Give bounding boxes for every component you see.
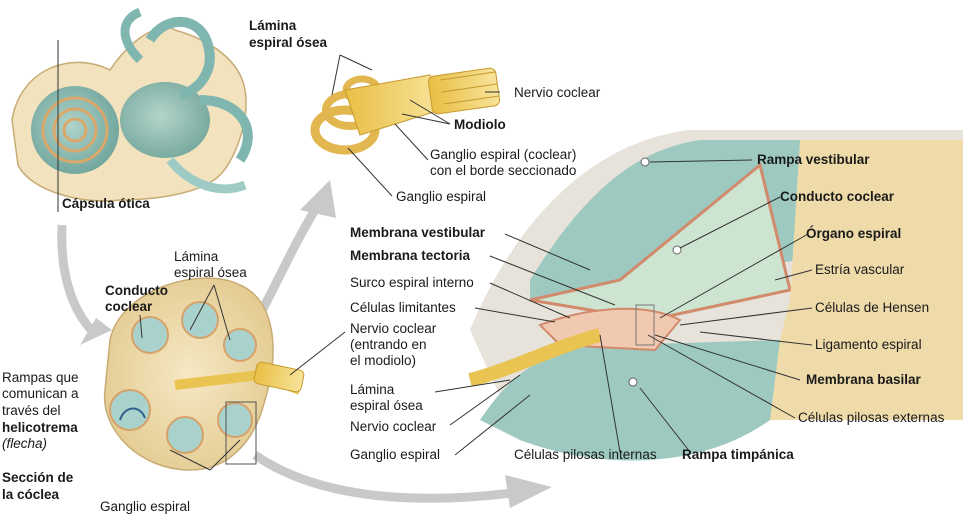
label-rampa-vestibular: Rampa vestibular bbox=[757, 152, 870, 167]
label-organo-espiral: Órgano espiral bbox=[806, 226, 902, 241]
label-estria-vascular: Estría vascular bbox=[815, 262, 905, 277]
label-lamina-bottom-1: Lámina bbox=[350, 382, 395, 397]
label-lamina-bottom-2: espiral ósea bbox=[350, 398, 423, 413]
otic-capsule-image bbox=[11, 7, 253, 202]
cochlea-section-image bbox=[103, 277, 305, 471]
label-nervio-coclear-top: Nervio coclear bbox=[514, 85, 601, 100]
label-ganglio-seccionado-2: con el borde seccionado bbox=[430, 163, 577, 178]
label-ligamento-espiral: Ligamento espiral bbox=[815, 337, 922, 352]
label-conducto-coclear-right: Conducto coclear bbox=[780, 189, 895, 204]
label-membrana-vestibular: Membrana vestibular bbox=[350, 225, 486, 240]
label-ganglio-seccionado-1: Ganglio espiral (coclear) bbox=[430, 147, 577, 162]
label-ganglio-espiral-top: Ganglio espiral bbox=[396, 189, 487, 204]
label-celulas-limitantes: Células limitantes bbox=[350, 300, 456, 315]
label-rampas-2: comunican a bbox=[2, 386, 79, 401]
label-lamina-top-2: espiral ósea bbox=[249, 35, 328, 50]
label-lamina-mid-2: espiral ósea bbox=[174, 265, 247, 280]
label-lamina-mid-1: Lámina bbox=[174, 249, 219, 264]
label-membrana-basilar: Membrana basilar bbox=[806, 372, 921, 387]
label-rampas-1: Rampas que bbox=[2, 370, 79, 385]
label-capsula-otica: Cápsula ótica bbox=[62, 196, 150, 211]
label-seccion-1: Sección de bbox=[2, 470, 74, 485]
arrow-bottom-right bbox=[252, 451, 552, 508]
label-membrana-tectoria: Membrana tectoria bbox=[350, 248, 471, 263]
label-rampa-timpanica: Rampa timpánica bbox=[682, 447, 794, 462]
label-rampas-5: (flecha) bbox=[2, 436, 48, 451]
label-seccion-2: la cóclea bbox=[2, 487, 60, 502]
label-surco-espiral-interno: Surco espiral interno bbox=[350, 275, 474, 290]
label-lamina-top-1: Lámina bbox=[249, 18, 297, 33]
modiolus-image bbox=[310, 67, 501, 155]
label-rampas-4: helicotrema bbox=[2, 420, 78, 435]
label-modiolo: Modiolo bbox=[454, 117, 506, 132]
label-ganglio-espiral-bottom: Ganglio espiral bbox=[350, 447, 441, 462]
label-conducto-coclear-left-1: Conducto bbox=[105, 283, 168, 298]
arrow-down-left bbox=[57, 224, 112, 345]
label-nervio-coclear-bottom: Nervio coclear bbox=[350, 419, 437, 434]
label-celulas-pilosas-externas: Células pilosas externas bbox=[798, 410, 945, 425]
label-nervio-entrando-3: el modiolo) bbox=[350, 353, 417, 368]
label-celulas-pilosas-internas: Células pilosas internas bbox=[514, 447, 657, 462]
label-nervio-entrando-2: (entrando en bbox=[350, 337, 427, 352]
label-nervio-entrando-1: Nervio coclear bbox=[350, 321, 437, 336]
label-conducto-coclear-left-2: coclear bbox=[105, 299, 153, 314]
leader-lines bbox=[57, 40, 813, 471]
label-celulas-hensen: Células de Hensen bbox=[815, 300, 930, 315]
label-ganglio-espiral-bottom-left: Ganglio espiral bbox=[100, 499, 191, 514]
label-rampas-3: través del bbox=[2, 403, 61, 418]
